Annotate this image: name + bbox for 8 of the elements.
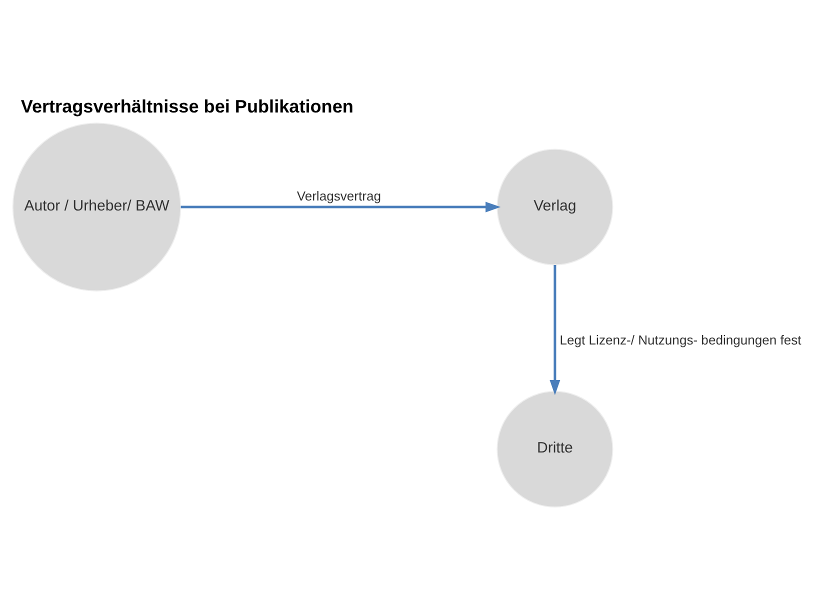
arrow: [180, 202, 501, 212]
arrow: [550, 264, 560, 396]
edge-label: Legt Lizenz-/ Nutzungs- bedingungen fest: [560, 332, 802, 348]
node-circle: Verlag: [496, 148, 614, 266]
diagram-title: Vertragsverhältnisse bei Publikationen: [20, 96, 354, 117]
edge-label: Verlagsvertrag: [296, 188, 381, 204]
node-circle: Autor / Urheber/ BAW: [12, 122, 182, 292]
node-circle: Dritte: [496, 390, 614, 508]
